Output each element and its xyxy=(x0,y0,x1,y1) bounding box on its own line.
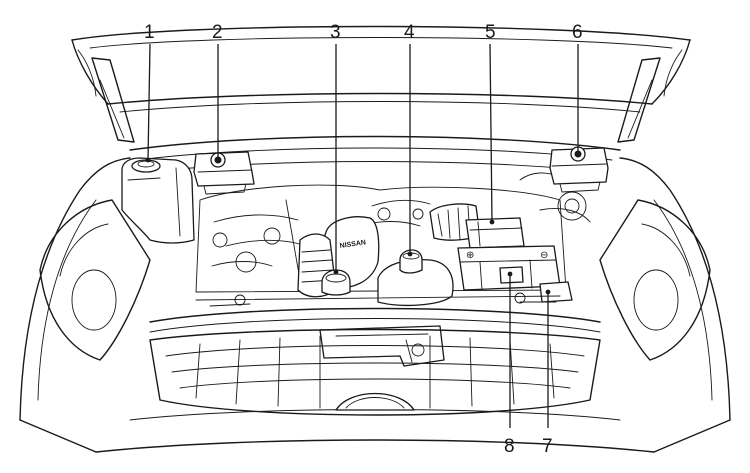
headlamp-left xyxy=(39,199,151,361)
callout-label-3: 3 xyxy=(330,22,341,43)
callout-label-4: 4 xyxy=(404,22,415,43)
engine-cover-logo: NISSAN xyxy=(339,239,366,250)
hood-latch xyxy=(319,325,445,367)
callout-label-7: 7 xyxy=(542,436,553,457)
raised-hood xyxy=(71,25,691,113)
washer-fluid-reservoir xyxy=(121,157,195,244)
engine-block xyxy=(195,172,591,293)
callout-label-6: 6 xyxy=(572,22,583,43)
coolant-reservoir xyxy=(377,249,454,306)
callout-leaders xyxy=(145,43,581,428)
radiator-support xyxy=(149,292,601,333)
hood-hinge-right xyxy=(617,57,661,143)
callout-label-8: 8 xyxy=(504,436,515,457)
headlamp-right xyxy=(599,199,711,361)
battery-positive-symbol: ⊕ xyxy=(466,250,474,261)
front-grille xyxy=(95,328,655,453)
hood-hinge-left xyxy=(91,57,135,143)
brake-fluid-reservoir xyxy=(193,151,255,195)
callout-label-5: 5 xyxy=(485,22,496,43)
callout-label-2: 2 xyxy=(212,22,223,43)
engine-oil-filler-cap xyxy=(321,269,351,296)
fuse-box xyxy=(465,217,525,249)
front-emblem xyxy=(335,392,415,411)
body-outline xyxy=(19,157,731,453)
callout-label-1: 1 xyxy=(144,22,155,43)
battery: ⊕ ⊖ xyxy=(457,245,573,303)
battery-negative-symbol: ⊖ xyxy=(540,250,548,261)
